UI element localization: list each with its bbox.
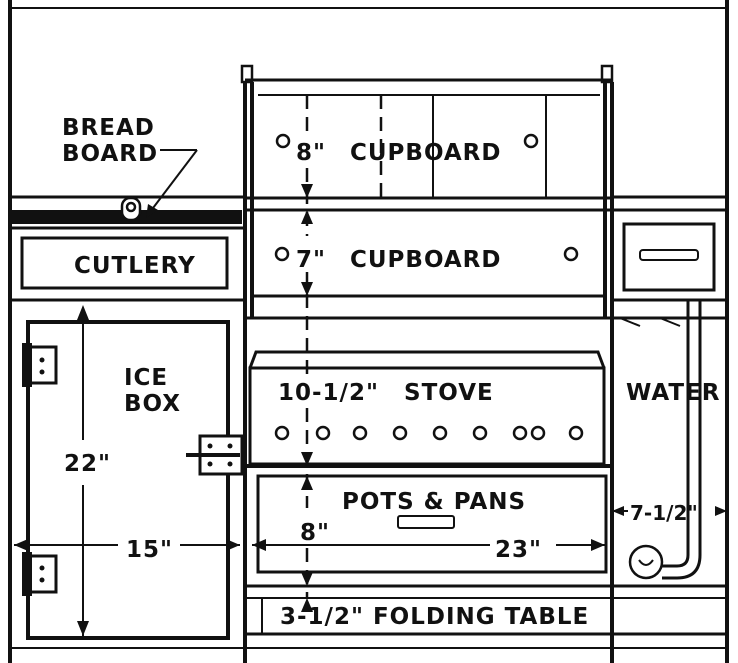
water-width-dimension xyxy=(612,506,727,516)
upper-cupboard xyxy=(245,94,612,212)
pots-pans-dimension: 8" xyxy=(300,520,330,546)
pots-pans-label: POTS & PANS xyxy=(342,489,526,515)
ice-box-label-line2: BOX xyxy=(124,391,181,417)
stove-dimension: 10-1/2" xyxy=(278,380,379,406)
cutlery-label: CUTLERY xyxy=(74,253,196,279)
water-width-label: 7-1/2" xyxy=(630,501,698,525)
bread-board-knob xyxy=(120,196,142,222)
lower-cupboard-dimension: 7" xyxy=(296,247,326,273)
upper-hinge-icon xyxy=(22,343,58,387)
folding-table xyxy=(10,584,727,649)
ice-box-height-dimension xyxy=(77,305,89,636)
lower-hinge-icon xyxy=(22,552,58,596)
water-pipe-icon xyxy=(628,300,702,580)
ice-box-label-line1: ICE xyxy=(124,365,168,391)
ice-box-width-dimension xyxy=(14,539,240,551)
lower-cupboard-label: CUPBOARD xyxy=(350,247,501,273)
pots-width-dimension xyxy=(252,539,605,551)
upper-cupboard-dimension: 8" xyxy=(296,140,326,166)
water-cabinet xyxy=(612,195,727,327)
cabinet-posts xyxy=(240,64,614,663)
bread-board-label-line1: BREAD xyxy=(62,115,155,141)
water-label: WATER xyxy=(626,380,720,406)
bread-board-label-line2: BOARD xyxy=(62,141,158,167)
ice-box-latch-icon xyxy=(186,434,244,476)
ice-box-width-label: 15" xyxy=(126,537,173,563)
center-height-dimension xyxy=(301,95,313,612)
outer-frame xyxy=(8,0,729,663)
pots-pans-width-label: 23" xyxy=(495,537,542,563)
cutlery-drawer xyxy=(20,236,229,290)
folding-table-label: 3-1/2" FOLDING TABLE xyxy=(280,604,589,630)
stove xyxy=(248,350,606,466)
ice-box-height-label: 22" xyxy=(64,451,111,477)
pots-pans-handle xyxy=(397,515,455,529)
pots-pans-drawer xyxy=(245,464,612,574)
stove-label: STOVE xyxy=(404,380,494,406)
bread-board-leader xyxy=(146,149,198,218)
upper-cupboard-label: CUPBOARD xyxy=(350,140,501,166)
lower-cupboard xyxy=(245,246,727,320)
